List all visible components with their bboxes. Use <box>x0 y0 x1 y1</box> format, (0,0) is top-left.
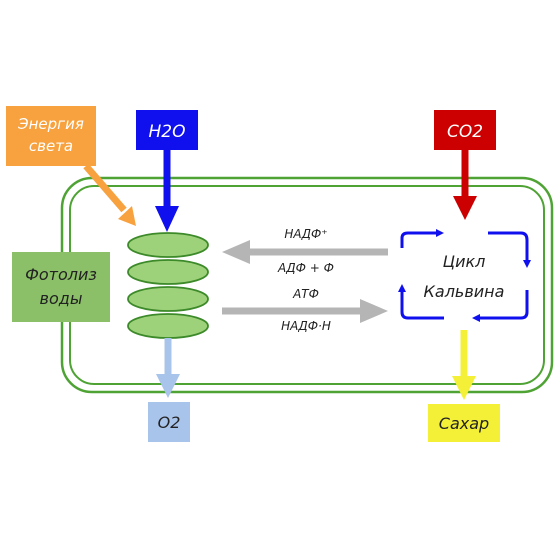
light-energy-label-line2: света <box>29 137 73 155</box>
water-node: H2O <box>136 110 198 150</box>
calvin-cycle: Цикл Кальвина <box>398 229 531 322</box>
thylakoid-disc <box>127 232 209 258</box>
photolysis-label-line1: Фотолиз <box>25 265 97 284</box>
sugar-label: Сахар <box>439 414 489 433</box>
sugar-arrow <box>452 330 476 400</box>
oxygen-arrow <box>156 338 180 398</box>
light-energy-arrow <box>83 163 136 226</box>
calvin-cycle-label-line1: Цикл <box>443 252 486 271</box>
thylakoid-stack <box>127 232 209 339</box>
thylakoid-disc <box>127 286 209 312</box>
cycle-arrow-top <box>400 229 444 248</box>
photolysis-label-line2: воды <box>40 289 83 308</box>
carbon-dioxide-label: CO2 <box>447 122 483 142</box>
return-arrow <box>222 240 388 264</box>
light-energy-node: Энергия света <box>6 106 96 166</box>
carbon-dioxide-arrow <box>453 150 477 220</box>
cycle-arrow-left <box>398 284 444 320</box>
calvin-cycle-label-line2: Кальвина <box>424 282 505 301</box>
oxygen-node: O2 <box>148 402 190 442</box>
adp-p-label: АДФ + Ф <box>277 261 334 275</box>
light-energy-label-line1: Энергия <box>17 115 84 133</box>
cycle-arrow-right <box>488 231 531 268</box>
nadp-plus-label: НАДФ⁺ <box>284 227 327 241</box>
energy-arrow <box>222 299 388 323</box>
thylakoid-disc <box>127 313 209 339</box>
nadph-label: НАДФ·Н <box>281 319 331 333</box>
water-arrow <box>155 150 179 232</box>
water-label: H2O <box>149 122 186 142</box>
photolysis-node: Фотолиз воды <box>12 252 110 322</box>
cycle-arrow-bottom <box>472 290 529 322</box>
carbon-dioxide-node: CO2 <box>434 110 496 150</box>
sugar-node: Сахар <box>428 404 500 442</box>
thylakoid-disc <box>127 259 209 285</box>
oxygen-label: O2 <box>158 413 181 432</box>
atp-label: АТФ <box>292 287 319 301</box>
